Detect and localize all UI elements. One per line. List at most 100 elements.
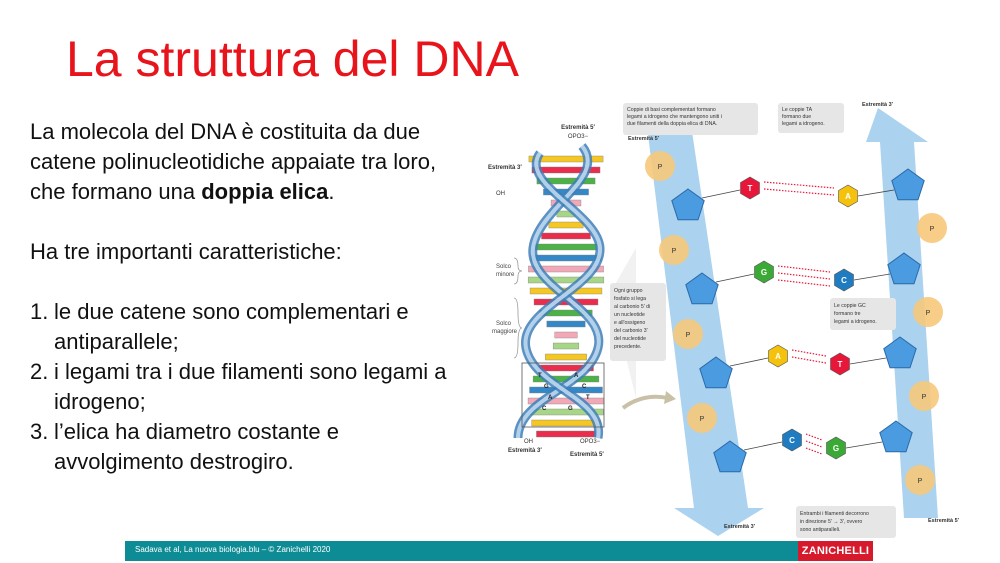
svg-text:legami a idrogeno.: legami a idrogeno.	[782, 121, 825, 127]
nucleobase	[838, 184, 858, 208]
nucleobase	[740, 176, 760, 200]
phosphate-label: P	[700, 416, 705, 423]
strand-end-right-bottom: Estremità 5′	[928, 518, 960, 524]
strand-end-right-top: Estremità 3′	[862, 102, 894, 108]
feature-number: 2.	[30, 359, 49, 384]
major-groove-label-1: Solco	[496, 321, 512, 327]
hydrogen-bond	[805, 440, 823, 448]
minor-groove-label-2: minore	[496, 272, 515, 278]
molecular-panel: Coppie di basi complementari formano leg…	[610, 102, 960, 538]
feature-text: i legami tra i due filamenti sono legami…	[54, 359, 447, 414]
helix-bottom-left-end: Estremità 3′	[508, 448, 542, 454]
svg-text:precedente.: precedente.	[614, 344, 641, 350]
box-base: G	[568, 406, 573, 412]
phosphate-group	[913, 297, 943, 327]
svg-text:in direzione 5′ → 3′, ovvero: in direzione 5′ → 3′, ovvero	[800, 519, 862, 525]
phosphate-label: P	[658, 164, 663, 171]
feature-number: 3.	[30, 419, 49, 444]
callout-gc-pairs: Le coppie GC formano tre legami a idroge…	[830, 298, 896, 330]
right-strand-arrow	[866, 108, 938, 518]
feature-number: 1.	[30, 299, 49, 324]
svg-text:Entrambi i filamenti decorrono: Entrambi i filamenti decorrono	[800, 511, 869, 517]
box-base: T	[538, 373, 542, 379]
helix-top-end-label: Estremità 5′	[561, 125, 595, 131]
svg-text:sono antiparalleli.: sono antiparalleli.	[800, 527, 840, 533]
features-heading: Ha tre importanti caratteristiche:	[30, 239, 342, 264]
box-base: A	[548, 395, 553, 401]
deoxyribose-sugar	[883, 336, 917, 369]
phosphate-group	[687, 403, 717, 433]
nucleobase-letter: G	[761, 268, 767, 277]
nucleobase-letter: A	[775, 352, 781, 361]
dna-figure: Estremità 5′ OPO3− Estremità 3′ OH Solco…	[478, 98, 982, 540]
svg-text:legami a idrogeno che mantengo: legami a idrogeno che mantengono uniti i	[627, 114, 722, 120]
deoxyribose-sugar	[699, 356, 733, 389]
helix-bottom-oh: OH	[524, 439, 533, 445]
hydrogen-bond	[791, 356, 827, 364]
deoxyribose-sugar	[891, 168, 925, 201]
callout-antiparallel: Entrambi i filamenti decorrono in direzi…	[796, 506, 896, 538]
hydrogen-bond	[805, 447, 823, 455]
svg-text:del carbonio 3′: del carbonio 3′	[614, 328, 648, 334]
nucleobase	[834, 268, 854, 292]
nucleobase	[754, 260, 774, 284]
nucleobase-letter: T	[838, 360, 843, 369]
helix-base-rung	[552, 342, 580, 350]
helix-bottom-right-end: Estremità 5′	[570, 452, 604, 458]
deoxyribose-sugar	[879, 420, 913, 453]
helix-base-rung	[530, 254, 602, 262]
svg-text:formano due: formano due	[782, 114, 811, 120]
nucleobase-letter: A	[845, 192, 851, 201]
deoxyribose-sugar	[887, 252, 921, 285]
hydrogen-bond	[805, 433, 823, 441]
major-groove-label-2: maggiore	[492, 329, 518, 335]
left-strand-arrow	[646, 118, 764, 536]
phosphate-group	[659, 235, 689, 265]
svg-text:Le coppie GC: Le coppie GC	[834, 303, 866, 309]
intro-bold: doppia elica	[201, 179, 329, 204]
helix-base-rung	[536, 430, 596, 438]
helix-base-rung	[536, 177, 596, 185]
callout-phosphate: Ogni gruppo fosfato si lega al carbonio …	[610, 283, 666, 361]
intro-paragraph: La molecola del DNA è costituita da due …	[30, 117, 470, 207]
helix-bottom-group: OPO3−	[580, 439, 601, 445]
feature-text: le due catene sono complementari e antip…	[54, 299, 409, 354]
box-base: G	[544, 384, 549, 390]
minor-groove-label-1: Solco	[496, 264, 512, 270]
feature-item: 3.l’elica ha diametro costante e avvolgi…	[30, 417, 470, 477]
phosphate-label: P	[686, 332, 691, 339]
nucleobase	[830, 352, 850, 376]
box-base: T	[586, 395, 590, 401]
box-base: C	[542, 406, 547, 412]
feature-item: 2.i legami tra i due filamenti sono lega…	[30, 357, 470, 417]
svg-text:fosfato si lega: fosfato si lega	[614, 296, 646, 302]
phosphate-group	[909, 381, 939, 411]
phosphate-group	[917, 213, 947, 243]
hydrogen-bond	[791, 349, 827, 357]
feature-text: l’elica ha diametro costante e avvolgime…	[54, 419, 339, 474]
helix-base-rung	[554, 331, 578, 339]
nucleobase	[782, 428, 802, 452]
helix-base-rung	[545, 353, 587, 361]
publisher-logo: ZANICHELLI	[798, 541, 873, 561]
helix-panel: Estremità 5′ OPO3− Estremità 3′ OH Solco…	[488, 125, 605, 458]
nucleobase	[768, 344, 788, 368]
hydrogen-bond	[777, 265, 831, 273]
hydrogen-bond	[777, 279, 831, 287]
strand-end-left-bottom: Estremità 3′	[724, 524, 756, 530]
helix-left-end-label: Estremità 3′	[488, 165, 522, 171]
helix-base-rung	[531, 166, 601, 174]
phosphate-label: P	[922, 394, 927, 401]
phosphate-group	[673, 319, 703, 349]
nucleobase-letter: G	[833, 444, 839, 453]
svg-text:Ogni gruppo: Ogni gruppo	[614, 288, 643, 294]
hydrogen-bond	[763, 188, 835, 196]
phosphate-group	[905, 465, 935, 495]
helix-base-rung	[541, 232, 591, 240]
hydrogen-bond	[777, 272, 831, 280]
dna-illustration: Estremità 5′ OPO3− Estremità 3′ OH Solco…	[488, 102, 960, 538]
phosphate-label: P	[918, 478, 923, 485]
svg-text:formano tre: formano tre	[834, 311, 861, 317]
svg-text:Le coppie TA: Le coppie TA	[782, 107, 813, 113]
svg-text:legami a idrogeno.: legami a idrogeno.	[834, 319, 877, 325]
